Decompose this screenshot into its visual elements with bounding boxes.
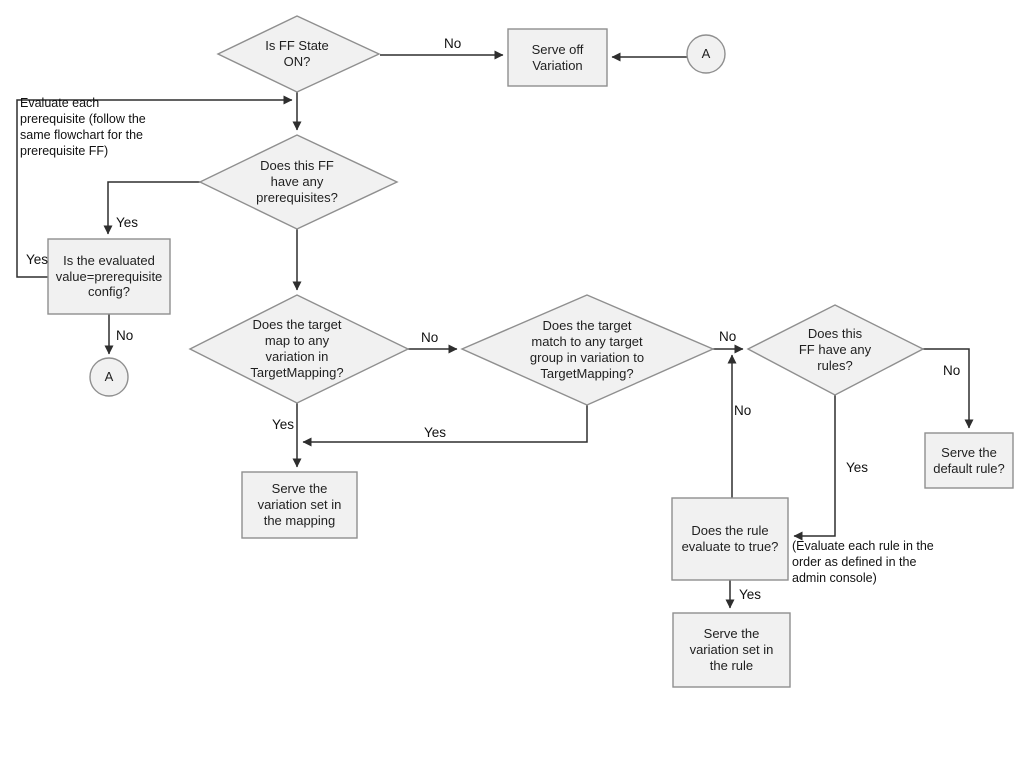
label-target-group: Does the target match to any target grou…: [529, 318, 645, 381]
label-target-mapping: Does the target map to any variation in …: [250, 317, 344, 380]
note-prerequisite: Evaluate each prerequisite (follow the s…: [20, 96, 146, 158]
edge-label-mapping-yes: Yes: [272, 417, 295, 432]
edge-label-loopback-yes: Yes: [26, 252, 49, 267]
decision-target-group: [460, 294, 715, 406]
decision-has-prerequisites: [198, 134, 399, 230]
label-connector-a-top: A: [701, 46, 711, 62]
connector-a-side: [89, 357, 129, 397]
edge-rules-yes-to-ruleeval: [793, 395, 836, 541]
edge-label-rule-eval-no: No: [734, 403, 752, 418]
label-connector-a-side: A: [104, 369, 114, 385]
edge-label-ffstate-no: No: [444, 36, 462, 51]
label-serve-rule-variation: Serve the variation set in the rule: [689, 626, 774, 673]
label-is-ff-state-on: Is FF State ON?: [265, 38, 329, 69]
box-serve-rule-variation: [672, 612, 791, 688]
decision-has-rules: [746, 304, 925, 396]
label-serve-mapping-variation: Serve the variation set in the mapping: [257, 481, 342, 528]
label-rule-evaluates-true: Does the rule evaluate to true?: [681, 523, 779, 554]
label-serve-default-rule: Serve the default rule?: [933, 444, 1005, 476]
edge-label-prereq-yes: Yes: [116, 215, 139, 230]
edge-rules-no-to-default: [923, 348, 974, 429]
box-serve-mapping-variation: [241, 471, 358, 539]
label-evaluated-value-check: Is the evaluated value=prerequisite conf…: [55, 252, 163, 300]
edge-label-eval-no: No: [116, 328, 134, 343]
note-rule-order: (Evaluate each rule in the order as defi…: [792, 539, 934, 585]
edge-label-rule-true-yes: Yes: [739, 587, 762, 602]
edge-label-rules-yes: Yes: [846, 460, 869, 475]
edge-label-mapping-no: No: [421, 330, 439, 345]
connector-a-top: [686, 34, 726, 74]
edge-loopback-yes: [16, 95, 293, 278]
edge-targetgroup-yes-join: [302, 405, 588, 447]
box-serve-off-variation: [507, 28, 608, 87]
edge-label-target-group-no: No: [719, 329, 737, 344]
edge-prerequisites-yes-to-evalbox: [103, 181, 200, 235]
decision-is-ff-state-on: [216, 15, 381, 93]
box-rule-evaluates-true: [671, 497, 789, 581]
box-evaluated-value-check: [47, 238, 171, 315]
box-serve-default-rule: [924, 432, 1014, 489]
edge-label-target-group-yes: Yes: [424, 425, 447, 440]
label-serve-off-variation: Serve off Variation: [531, 41, 584, 73]
decision-target-mapping: [188, 294, 410, 404]
edge-label-rules-no: No: [943, 363, 961, 378]
label-has-rules: Does this FF have any rules?: [798, 326, 872, 373]
label-has-prerequisites: Does this FF have any prerequisites?: [256, 158, 338, 205]
